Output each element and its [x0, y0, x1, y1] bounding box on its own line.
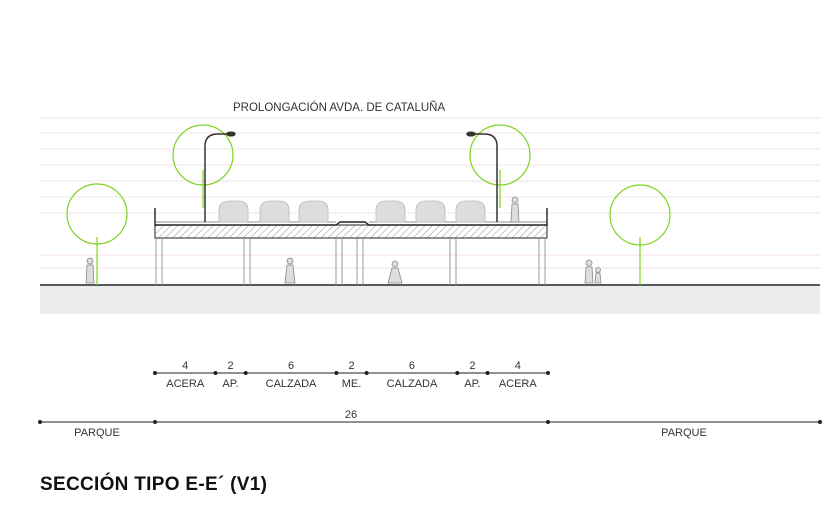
tree-right-deck — [469, 124, 531, 208]
segment-label: ACERA — [499, 378, 538, 390]
dimension-tick — [213, 371, 218, 375]
segment-width-value: 2 — [348, 360, 354, 372]
section-title: SECCIÓN TIPO E-E´ (V1) — [40, 474, 268, 495]
segment-label: ACERA — [166, 378, 205, 390]
person-on-deck — [510, 196, 520, 223]
dimension-tick — [364, 371, 369, 375]
tree-right-park — [609, 184, 671, 285]
dimension-tick — [153, 371, 157, 375]
tree-left-deck — [172, 124, 234, 208]
person-right — [584, 259, 594, 284]
segment-label: AP. — [222, 378, 238, 390]
dimension-tick — [485, 371, 490, 375]
dimension-tick — [243, 371, 248, 375]
person-under-bridge — [284, 257, 296, 284]
segment-label: AP. — [464, 378, 480, 390]
bridge-deck — [154, 208, 548, 239]
segment-label: CALZADA — [266, 378, 317, 390]
person-walking — [387, 260, 403, 284]
lamp-left — [204, 133, 229, 222]
trees — [66, 124, 671, 285]
car — [455, 200, 486, 223]
street-title: PROLONGACIÓN AVDA. DE CATALUÑA — [233, 101, 445, 114]
segment-width-value: 2 — [228, 360, 234, 372]
segment-width-value: 6 — [409, 360, 415, 372]
dimension-tick — [546, 371, 550, 375]
car — [298, 200, 329, 223]
dimension-tick — [334, 371, 339, 375]
car — [218, 200, 249, 223]
dimension-tick — [455, 371, 460, 375]
car — [259, 200, 290, 223]
car — [375, 200, 406, 223]
segment-label: ME. — [342, 378, 362, 390]
tree-left-park — [66, 183, 128, 285]
total-dimensions: PARQUE 26 PARQUE — [38, 409, 822, 439]
park-right-label: PARQUE — [661, 427, 707, 439]
cars — [218, 200, 486, 223]
street-lamps — [204, 131, 498, 222]
park-left-label: PARQUE — [74, 427, 120, 439]
bridge-piers — [155, 238, 546, 285]
child-right — [594, 267, 602, 284]
car — [415, 200, 446, 223]
lamp-right — [473, 133, 498, 222]
total-width-value: 26 — [345, 409, 357, 421]
segment-width-value: 4 — [515, 360, 521, 372]
segment-label: CALZADA — [387, 378, 438, 390]
person-left — [85, 257, 95, 284]
segment-width-value: 2 — [469, 360, 475, 372]
segment-width-value: 6 — [288, 360, 294, 372]
ground-band — [40, 286, 820, 314]
people — [85, 196, 602, 284]
segment-width-value: 4 — [182, 360, 188, 372]
